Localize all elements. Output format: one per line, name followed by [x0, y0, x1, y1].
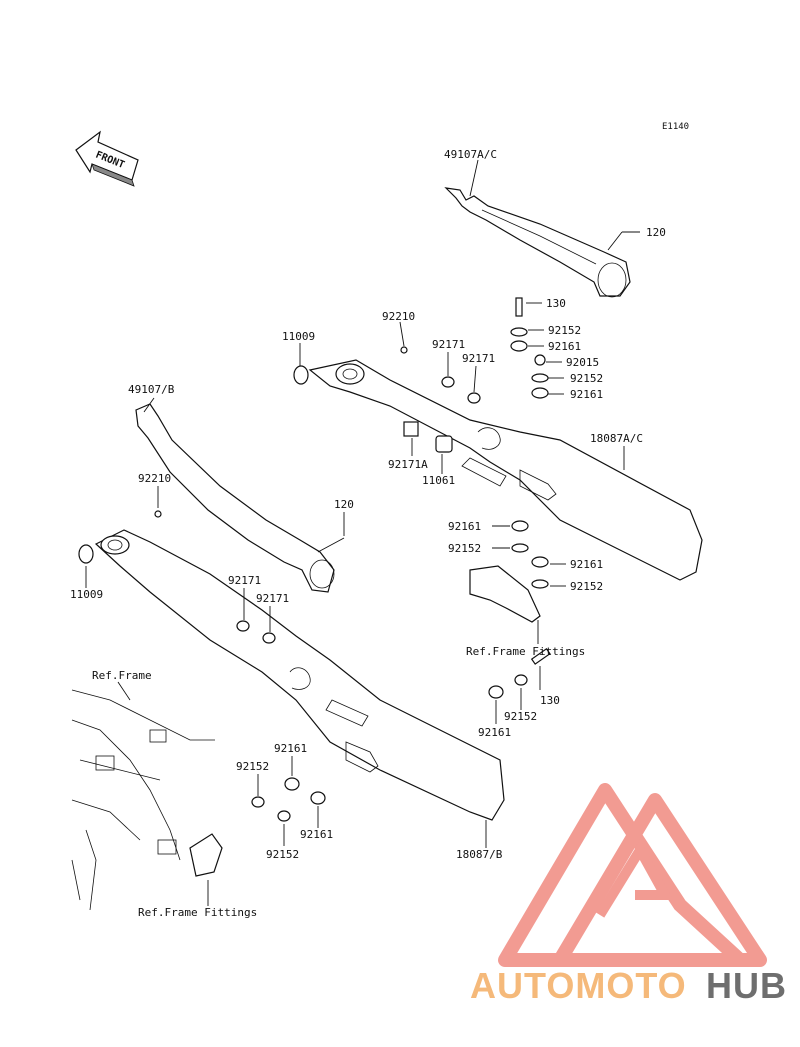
label-92161-g: 92161: [300, 828, 333, 841]
muffler-lower: [94, 529, 505, 821]
label-120-left: 120: [334, 498, 354, 511]
label-92161-a: 92161: [548, 340, 581, 353]
label-92015: 92015: [566, 356, 599, 369]
clamp-upper-a: [441, 376, 455, 388]
label-92171-a: 92171: [432, 338, 465, 351]
label-18087ac: 18087A/C: [590, 432, 643, 445]
clamp-92171a: [403, 421, 419, 437]
label-49107b: 49107/B: [128, 383, 175, 396]
label-92152-g: 92152: [266, 848, 299, 861]
muffler-upper: [308, 359, 703, 581]
frame-bracket-bottom: [189, 833, 223, 877]
clamp-lower-a: [236, 620, 250, 632]
collar-11061: [435, 435, 453, 453]
heat-cover-lower: [135, 403, 335, 593]
watermark-text-hub: HUB: [706, 965, 787, 1006]
label-49107ac: 49107A/C: [444, 148, 497, 161]
frame-sketch: [71, 689, 215, 911]
label-11009-top: 11009: [282, 330, 315, 343]
label-18087b: 18087/B: [456, 848, 503, 861]
nut-upper: [400, 346, 408, 354]
bolt-120-top: [607, 231, 623, 251]
front-arrow-icon: [75, 130, 139, 187]
frame-bracket-right: [469, 565, 541, 623]
label-11009-left: 11009: [70, 588, 103, 601]
label-92171-c: 92171: [228, 574, 261, 587]
bolt-120-left: [317, 537, 345, 553]
label-92161-f: 92161: [274, 742, 307, 755]
label-120-top: 120: [646, 226, 666, 239]
label-92161-b: 92161: [570, 388, 603, 401]
nut-lower: [154, 510, 162, 518]
label-92152-f: 92152: [236, 760, 269, 773]
gasket-lower: [78, 544, 94, 564]
label-92152-d: 92152: [570, 580, 603, 593]
ref-frame-fittings-right: Ref.Frame Fittings: [466, 645, 585, 658]
ref-frame-fittings-bottom: Ref.Frame Fittings: [138, 906, 257, 919]
washer-stack-bottom: [251, 647, 551, 822]
label-92210-left: 92210: [138, 472, 171, 485]
clamp-lower-b: [262, 632, 276, 644]
label-92161-c: 92161: [448, 520, 481, 533]
label-92152-c: 92152: [448, 542, 481, 555]
label-92152-e: 92152: [504, 710, 537, 723]
watermark-logo: [498, 783, 767, 967]
label-92161-d: 92161: [570, 558, 603, 571]
watermark-text-automoto: AUTOMOTO: [470, 965, 687, 1006]
label-130-top: 130: [546, 297, 566, 310]
washer-stack-right: [510, 297, 549, 589]
label-92161-e: 92161: [478, 726, 511, 739]
label-130-bot: 130: [540, 694, 560, 707]
label-92210-top: 92210: [382, 310, 415, 323]
label-92171a: 92171A: [388, 458, 428, 471]
label-11061: 11061: [422, 474, 455, 487]
diagram-code: E1140: [662, 122, 689, 132]
label-92152-a: 92152: [548, 324, 581, 337]
ref-frame: Ref.Frame: [92, 669, 152, 682]
label-92171-b: 92171: [462, 352, 495, 365]
clamp-upper-b: [467, 392, 481, 404]
label-92152-b: 92152: [570, 372, 603, 385]
leader-lines: [85, 159, 640, 906]
heat-cover-upper: [444, 187, 631, 298]
gasket-upper: [293, 365, 309, 385]
label-92171-d: 92171: [256, 592, 289, 605]
